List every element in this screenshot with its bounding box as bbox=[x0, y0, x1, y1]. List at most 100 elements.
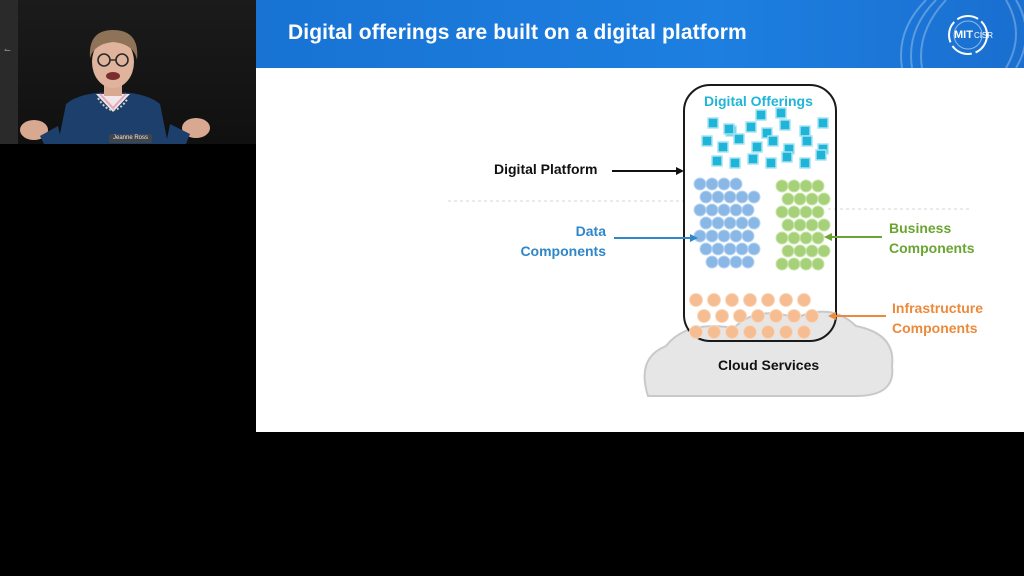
infrastructure-dot bbox=[779, 293, 793, 307]
offering-square bbox=[817, 117, 829, 129]
participant-video bbox=[20, 30, 210, 144]
offering-square bbox=[767, 135, 779, 147]
data-components-arrow bbox=[614, 234, 698, 242]
data-dot bbox=[705, 255, 719, 269]
business-dot bbox=[787, 231, 801, 245]
data-dot bbox=[723, 242, 737, 256]
infrastructure-components-line1: Infrastructure bbox=[892, 300, 984, 316]
mit-cisr-logo bbox=[948, 15, 988, 55]
business-dot bbox=[781, 192, 795, 206]
data-dot bbox=[747, 242, 761, 256]
infrastructure-components-line2: Components bbox=[892, 320, 978, 336]
business-dot bbox=[805, 244, 819, 258]
infrastructure-dot bbox=[751, 309, 765, 323]
business-components-label: Business Components bbox=[889, 218, 975, 258]
data-dot bbox=[693, 177, 707, 191]
business-dot bbox=[781, 244, 795, 258]
data-dot bbox=[711, 242, 725, 256]
infrastructure-dot bbox=[761, 293, 775, 307]
infrastructure-components-label: Infrastructure Components bbox=[892, 298, 983, 338]
offering-square bbox=[717, 141, 729, 153]
data-dot bbox=[717, 203, 731, 217]
offering-square bbox=[711, 155, 723, 167]
business-dot bbox=[799, 231, 813, 245]
infrastructure-dot bbox=[743, 293, 757, 307]
business-dot bbox=[775, 205, 789, 219]
business-dot bbox=[811, 257, 825, 271]
data-dot bbox=[717, 255, 731, 269]
infrastructure-components-circles bbox=[689, 293, 819, 339]
data-components-label: Data Components bbox=[516, 221, 606, 261]
cloud-services-label: Cloud Services bbox=[718, 357, 820, 373]
business-dot bbox=[775, 257, 789, 271]
infrastructure-components-arrow bbox=[828, 312, 886, 320]
business-dot bbox=[787, 179, 801, 193]
business-dot bbox=[793, 192, 807, 206]
offering-square bbox=[723, 123, 735, 135]
mic-indicator-icon: ↼ bbox=[4, 46, 11, 55]
data-dot bbox=[729, 177, 743, 191]
data-dot bbox=[747, 216, 761, 230]
offering-square bbox=[775, 107, 787, 119]
data-dot bbox=[717, 229, 731, 243]
participant-name-tag: Jeanne Ross bbox=[109, 134, 153, 143]
business-dot bbox=[793, 218, 807, 232]
offering-square bbox=[801, 135, 813, 147]
infrastructure-dot bbox=[797, 293, 811, 307]
business-dot bbox=[799, 179, 813, 193]
infrastructure-dot bbox=[715, 309, 729, 323]
data-dot bbox=[717, 177, 731, 191]
infrastructure-dot bbox=[779, 325, 793, 339]
cloud-shape bbox=[643, 310, 894, 397]
offering-square bbox=[751, 141, 763, 153]
infrastructure-dot bbox=[725, 293, 739, 307]
infrastructure-dot bbox=[725, 325, 739, 339]
offering-square bbox=[755, 109, 767, 121]
data-components-circles bbox=[693, 177, 761, 269]
infrastructure-dot bbox=[743, 325, 757, 339]
infrastructure-dot bbox=[707, 325, 721, 339]
offering-square bbox=[707, 117, 719, 129]
infrastructure-dot bbox=[697, 309, 711, 323]
digital-offerings-squares bbox=[701, 107, 829, 169]
business-dot bbox=[805, 192, 819, 206]
data-dot bbox=[723, 190, 737, 204]
logo-main: MIT bbox=[954, 29, 973, 41]
data-dot bbox=[705, 177, 719, 191]
infrastructure-dot bbox=[797, 325, 811, 339]
offering-square bbox=[781, 151, 793, 163]
business-components-line2: Components bbox=[889, 240, 975, 256]
data-dot bbox=[711, 190, 725, 204]
offering-square bbox=[799, 125, 811, 137]
data-dot bbox=[735, 242, 749, 256]
business-dot bbox=[817, 218, 831, 232]
platform-diagram bbox=[448, 84, 972, 397]
offering-square bbox=[747, 153, 759, 165]
webcam-tile: ↼ Jeanne Ross bbox=[0, 0, 256, 144]
offering-square bbox=[701, 135, 713, 147]
infrastructure-dot bbox=[689, 293, 703, 307]
data-dot bbox=[699, 190, 713, 204]
infrastructure-dot bbox=[805, 309, 819, 323]
business-components-circles bbox=[775, 179, 831, 271]
offering-square bbox=[779, 119, 791, 131]
offering-square bbox=[761, 127, 773, 139]
business-dot bbox=[811, 205, 825, 219]
platform-container bbox=[683, 84, 837, 342]
data-dot bbox=[735, 190, 749, 204]
logo-sub: CISR bbox=[973, 31, 994, 40]
business-dot bbox=[787, 205, 801, 219]
data-dot bbox=[747, 190, 761, 204]
data-dot bbox=[723, 216, 737, 230]
data-components-line2: Components bbox=[520, 243, 606, 259]
data-dot bbox=[741, 255, 755, 269]
offering-square bbox=[745, 121, 757, 133]
data-dot bbox=[705, 203, 719, 217]
digital-offerings-label: Digital Offerings bbox=[704, 93, 813, 109]
offering-square bbox=[729, 157, 741, 169]
business-components-line1: Business bbox=[889, 220, 952, 236]
infrastructure-dot bbox=[761, 325, 775, 339]
infrastructure-dot bbox=[769, 309, 783, 323]
business-dot bbox=[775, 179, 789, 193]
data-dot bbox=[693, 203, 707, 217]
